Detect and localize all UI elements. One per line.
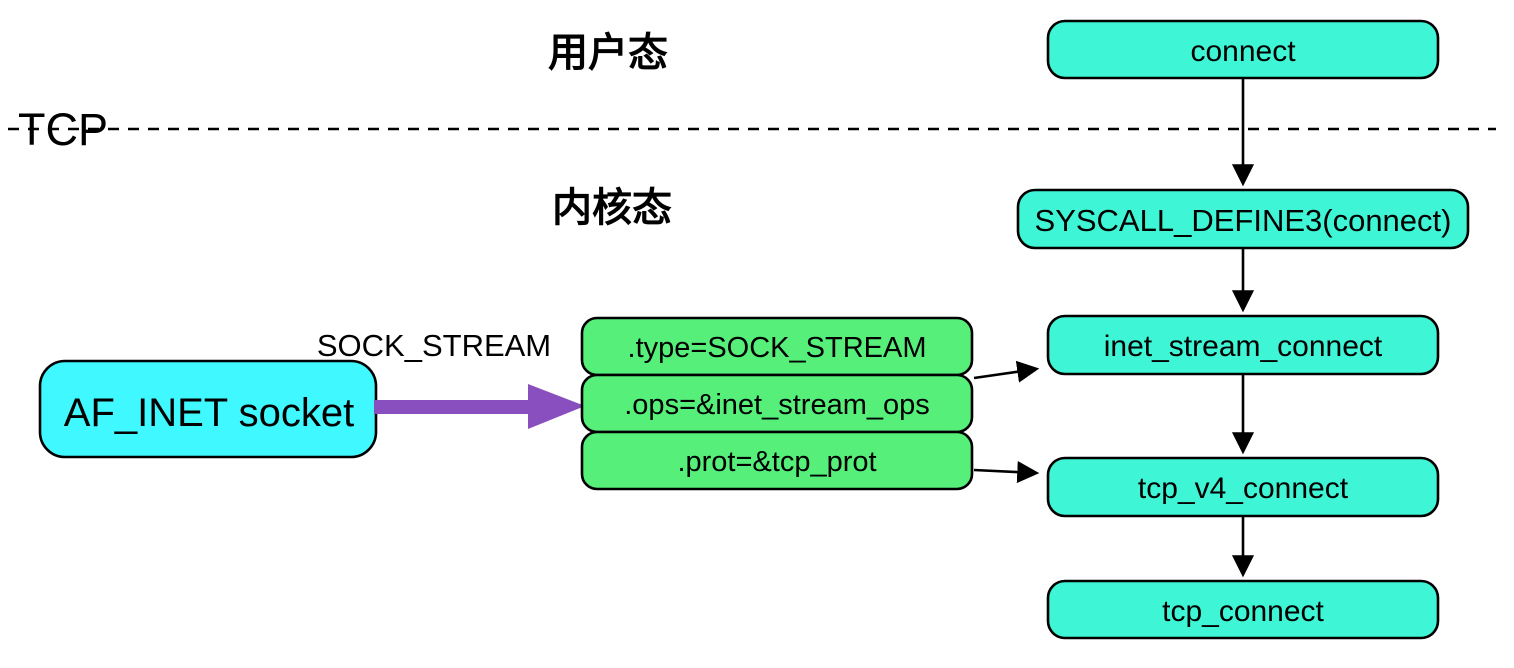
node-inet-stream-connect: inet_stream_connect (1046, 314, 1440, 376)
sock-ops-label: .ops=&inet_stream_ops (624, 389, 930, 421)
inet-stream-connect-label: inet_stream_connect (1104, 330, 1383, 363)
sock-stream-edge-label: SOCK_STREAM (317, 328, 551, 363)
tcp-label: TCP (18, 104, 108, 155)
node-tcp-v4-connect: tcp_v4_connect (1046, 456, 1440, 518)
big-purple-arrow (374, 384, 585, 429)
sock-type-label: .type=SOCK_STREAM (628, 332, 927, 364)
connect-label: connect (1190, 35, 1296, 68)
node-tcp-connect: tcp_connect (1046, 579, 1440, 640)
node-af-inet-socket: AF_INET socket (38, 359, 378, 459)
node-sock-prot: .prot=&tcp_prot (580, 430, 974, 491)
node-connect: connect (1046, 19, 1440, 80)
af-inet-socket-label: AF_INET socket (64, 391, 354, 435)
node-sock-type: .type=SOCK_STREAM (580, 316, 974, 377)
sock-prot-box (580, 430, 974, 491)
tcp-connect-box (1046, 579, 1440, 640)
kernel-mode-label: 内核态 (552, 186, 672, 230)
syscall-define3-label: SYSCALL_DEFINE3(connect) (1035, 203, 1452, 238)
node-syscall-define3: SYSCALL_DEFINE3(connect) (1016, 188, 1470, 250)
tcp-v4-connect-label: tcp_v4_connect (1138, 472, 1349, 505)
sock-prot-label: .prot=&tcp_prot (677, 446, 876, 478)
tcp-connect-label: tcp_connect (1162, 595, 1324, 628)
user-mode-label: 用户态 (548, 31, 668, 75)
arrow-prot-to-tcp-v4-connect (973, 461, 1040, 484)
arrow-ops-to-inet-stream-connect (973, 360, 1040, 383)
node-sock-ops: .ops=&inet_stream_ops (580, 373, 974, 434)
